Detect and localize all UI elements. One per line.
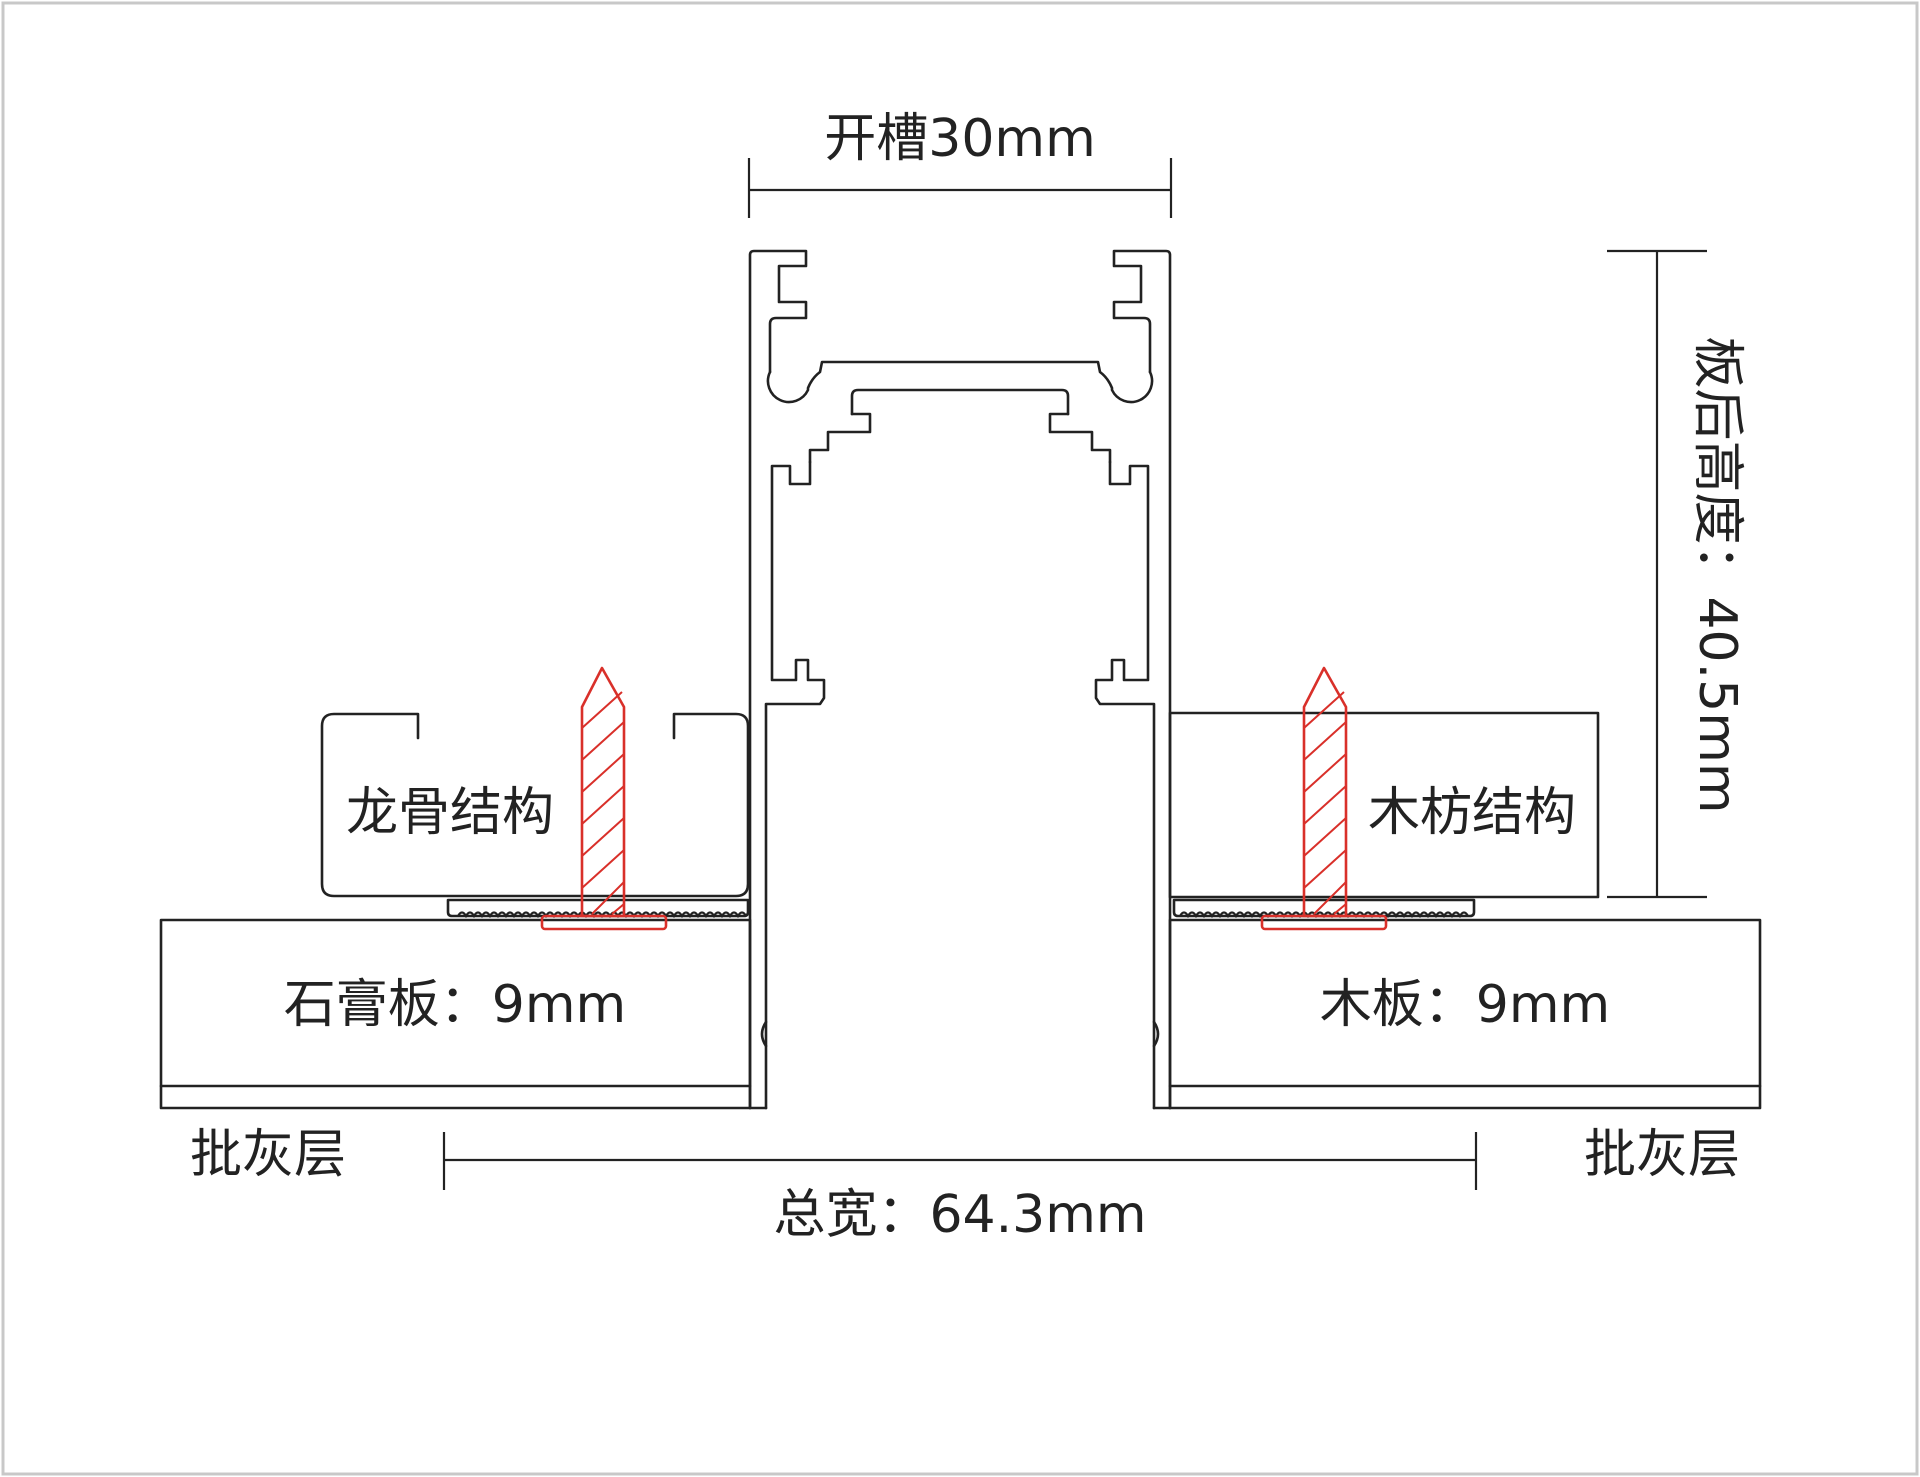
gypsum-board-shape — [159, 918, 752, 1110]
putty-layer-left-label: 批灰层 — [190, 1125, 346, 1185]
total-width-dimension — [442, 1132, 1478, 1190]
wood-batten-structure-shape — [1168, 711, 1600, 899]
keel-structure-label: 龙骨结构 — [346, 783, 554, 843]
wood-batten-structure-label: 木枋结构 — [1368, 783, 1576, 843]
slot-width-label: 开槽30mm — [824, 109, 1095, 169]
wood-board-label: 木板：9mm — [1320, 975, 1610, 1035]
right-serrated-strip — [1172, 898, 1476, 919]
height-dimension — [1607, 249, 1707, 899]
left-screw — [540, 666, 668, 931]
gypsum-board-label: 石膏板：9mm — [284, 975, 626, 1035]
wood-board-shape — [1168, 918, 1762, 1110]
keel-structure-shape — [320, 712, 750, 898]
putty-layer-right-label: 批灰层 — [1584, 1125, 1740, 1185]
right-screw — [1260, 666, 1388, 931]
total-width-label: 总宽：64.3mm — [773, 1185, 1146, 1245]
aluminium-profile — [748, 249, 1172, 1110]
height-label: 板后高度：40.5mm — [1687, 336, 1747, 813]
slot-width-dimension — [747, 158, 1173, 218]
